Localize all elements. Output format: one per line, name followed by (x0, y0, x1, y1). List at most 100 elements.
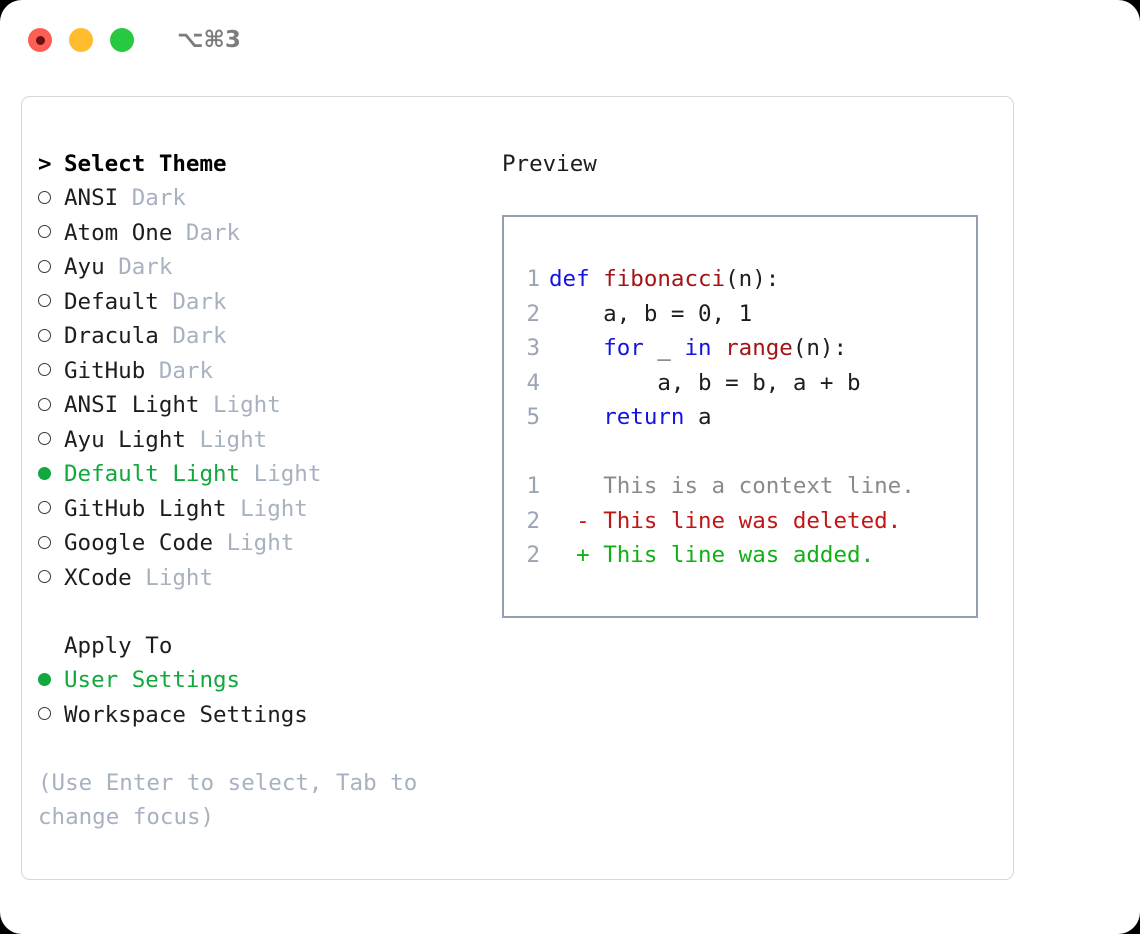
radio-dot (38, 466, 51, 480)
radio-dot (38, 225, 51, 238)
code-token: a, b = 0, 1 (549, 300, 753, 327)
theme-name-label: Atom One (64, 219, 173, 246)
apply-to-item[interactable]: User Settings (38, 663, 488, 698)
radio-selected-icon[interactable] (38, 458, 64, 492)
code-token: a (684, 404, 712, 430)
radio-selected-icon[interactable] (38, 664, 64, 698)
code-line-number: 5 (526, 404, 540, 430)
theme-list-item[interactable]: GitHub Dark (38, 354, 488, 389)
theme-variant-tag: Dark (185, 219, 241, 246)
radio-unselected-icon[interactable] (38, 182, 64, 216)
theme-name-label: Dracula (64, 323, 159, 349)
theme-variant-tag: Light (199, 426, 268, 453)
theme-list-item[interactable]: Google Code Light (38, 526, 488, 561)
radio-dot (38, 259, 51, 273)
theme-list-item[interactable]: ANSI Light Light (38, 388, 488, 423)
apply-to-item[interactable]: Workspace Settings (38, 698, 488, 733)
theme-list-item[interactable]: Dracula Dark (38, 319, 488, 354)
radio-unselected-icon[interactable] (38, 492, 64, 526)
code-token: in (684, 335, 712, 361)
theme-name-label: ANSI (64, 185, 119, 211)
theme-list-item[interactable]: XCode Light (38, 561, 488, 596)
theme-variant-tag: Light (240, 495, 308, 522)
theme-list-item[interactable]: Ayu Light Light (38, 423, 488, 458)
code-token (712, 335, 726, 361)
title-bar: ⌥⌘3 (0, 0, 1140, 80)
close-button[interactable] (28, 28, 52, 52)
code-line-number: 4 (526, 369, 540, 396)
diff-text: This is a context line. (603, 473, 915, 499)
diff-sign: - (549, 507, 604, 534)
radio-unselected-icon[interactable] (38, 698, 64, 732)
hint-line-2: change focus) (38, 804, 215, 830)
theme-name-label: Ayu (64, 254, 105, 280)
theme-list-item[interactable]: Default Light Light (38, 457, 488, 492)
theme-name-label: GitHub (64, 357, 146, 384)
preview-title: Preview (502, 151, 597, 177)
code-token: def (549, 266, 604, 292)
diff-line-number: 2 (526, 542, 540, 568)
code-token: range (725, 335, 793, 361)
theme-list-item[interactable]: Ayu Dark (38, 250, 488, 285)
select-theme-header-label: Select Theme (64, 151, 227, 177)
theme-variant-tag: Light (226, 530, 295, 556)
theme-list-item[interactable]: GitHub Light Light (38, 492, 488, 527)
radio-dot (38, 294, 51, 307)
code-line: 3 for _ in range(n): (518, 331, 915, 366)
code-line-number: 1 (526, 266, 540, 292)
minimize-button[interactable] (69, 28, 93, 52)
code-diff-separator (518, 435, 915, 470)
theme-variant-tag: Dark (172, 323, 227, 349)
code-token: _ (643, 335, 685, 361)
diff-text: This line was added. (603, 542, 875, 568)
diff-line-number: 1 (526, 473, 540, 499)
theme-list-item[interactable]: Default Dark (38, 285, 488, 320)
code-token: fibonacci (603, 266, 726, 292)
apply-to-label: Apply To (64, 633, 173, 659)
radio-unselected-icon[interactable] (38, 285, 64, 319)
diff-sign: + (549, 542, 604, 568)
radio-unselected-icon[interactable] (38, 423, 64, 457)
radio-unselected-icon[interactable] (38, 320, 64, 354)
theme-name-label: Default Light (64, 461, 241, 487)
theme-list-item[interactable]: ANSI Dark (38, 181, 488, 216)
theme-variant-tag: Dark (118, 254, 173, 280)
theme-variant-tag: Dark (131, 185, 186, 211)
radio-dot (38, 190, 51, 204)
radio-unselected-icon[interactable] (38, 354, 64, 388)
theme-name-label: GitHub Light (64, 495, 227, 522)
close-icon (35, 35, 45, 45)
radio-dot (38, 535, 51, 549)
radio-dot (38, 363, 51, 376)
radio-unselected-icon[interactable] (38, 561, 64, 595)
section-spacer (38, 595, 488, 629)
radio-dot (38, 672, 51, 686)
radio-dot (38, 328, 51, 342)
theme-name-label: ANSI Light (64, 392, 200, 418)
theme-name-label: Google Code (64, 530, 214, 556)
theme-variant-tag: Light (253, 461, 322, 487)
code-line: 5 return a (518, 400, 915, 435)
radio-unselected-icon[interactable] (38, 527, 64, 561)
theme-variant-tag: Dark (158, 357, 214, 384)
radio-unselected-icon[interactable] (38, 216, 64, 250)
select-theme-header: >Select Theme (38, 147, 488, 181)
keyboard-shortcut-label: ⌥⌘3 (177, 27, 241, 53)
apply-to-label-text: Workspace Settings (64, 701, 308, 728)
radio-dot (38, 501, 51, 514)
zoom-button[interactable] (110, 28, 134, 52)
code-token: for (603, 335, 644, 361)
theme-list-item[interactable]: Atom One Dark (38, 216, 488, 251)
radio-dot (38, 397, 51, 411)
diff-line-number: 2 (526, 507, 540, 534)
hint-spacer (38, 732, 488, 766)
radio-dot (38, 570, 51, 583)
radio-unselected-icon[interactable] (38, 389, 64, 423)
radio-unselected-icon[interactable] (38, 251, 64, 285)
code-token: a, b = b, a + b (549, 369, 861, 396)
